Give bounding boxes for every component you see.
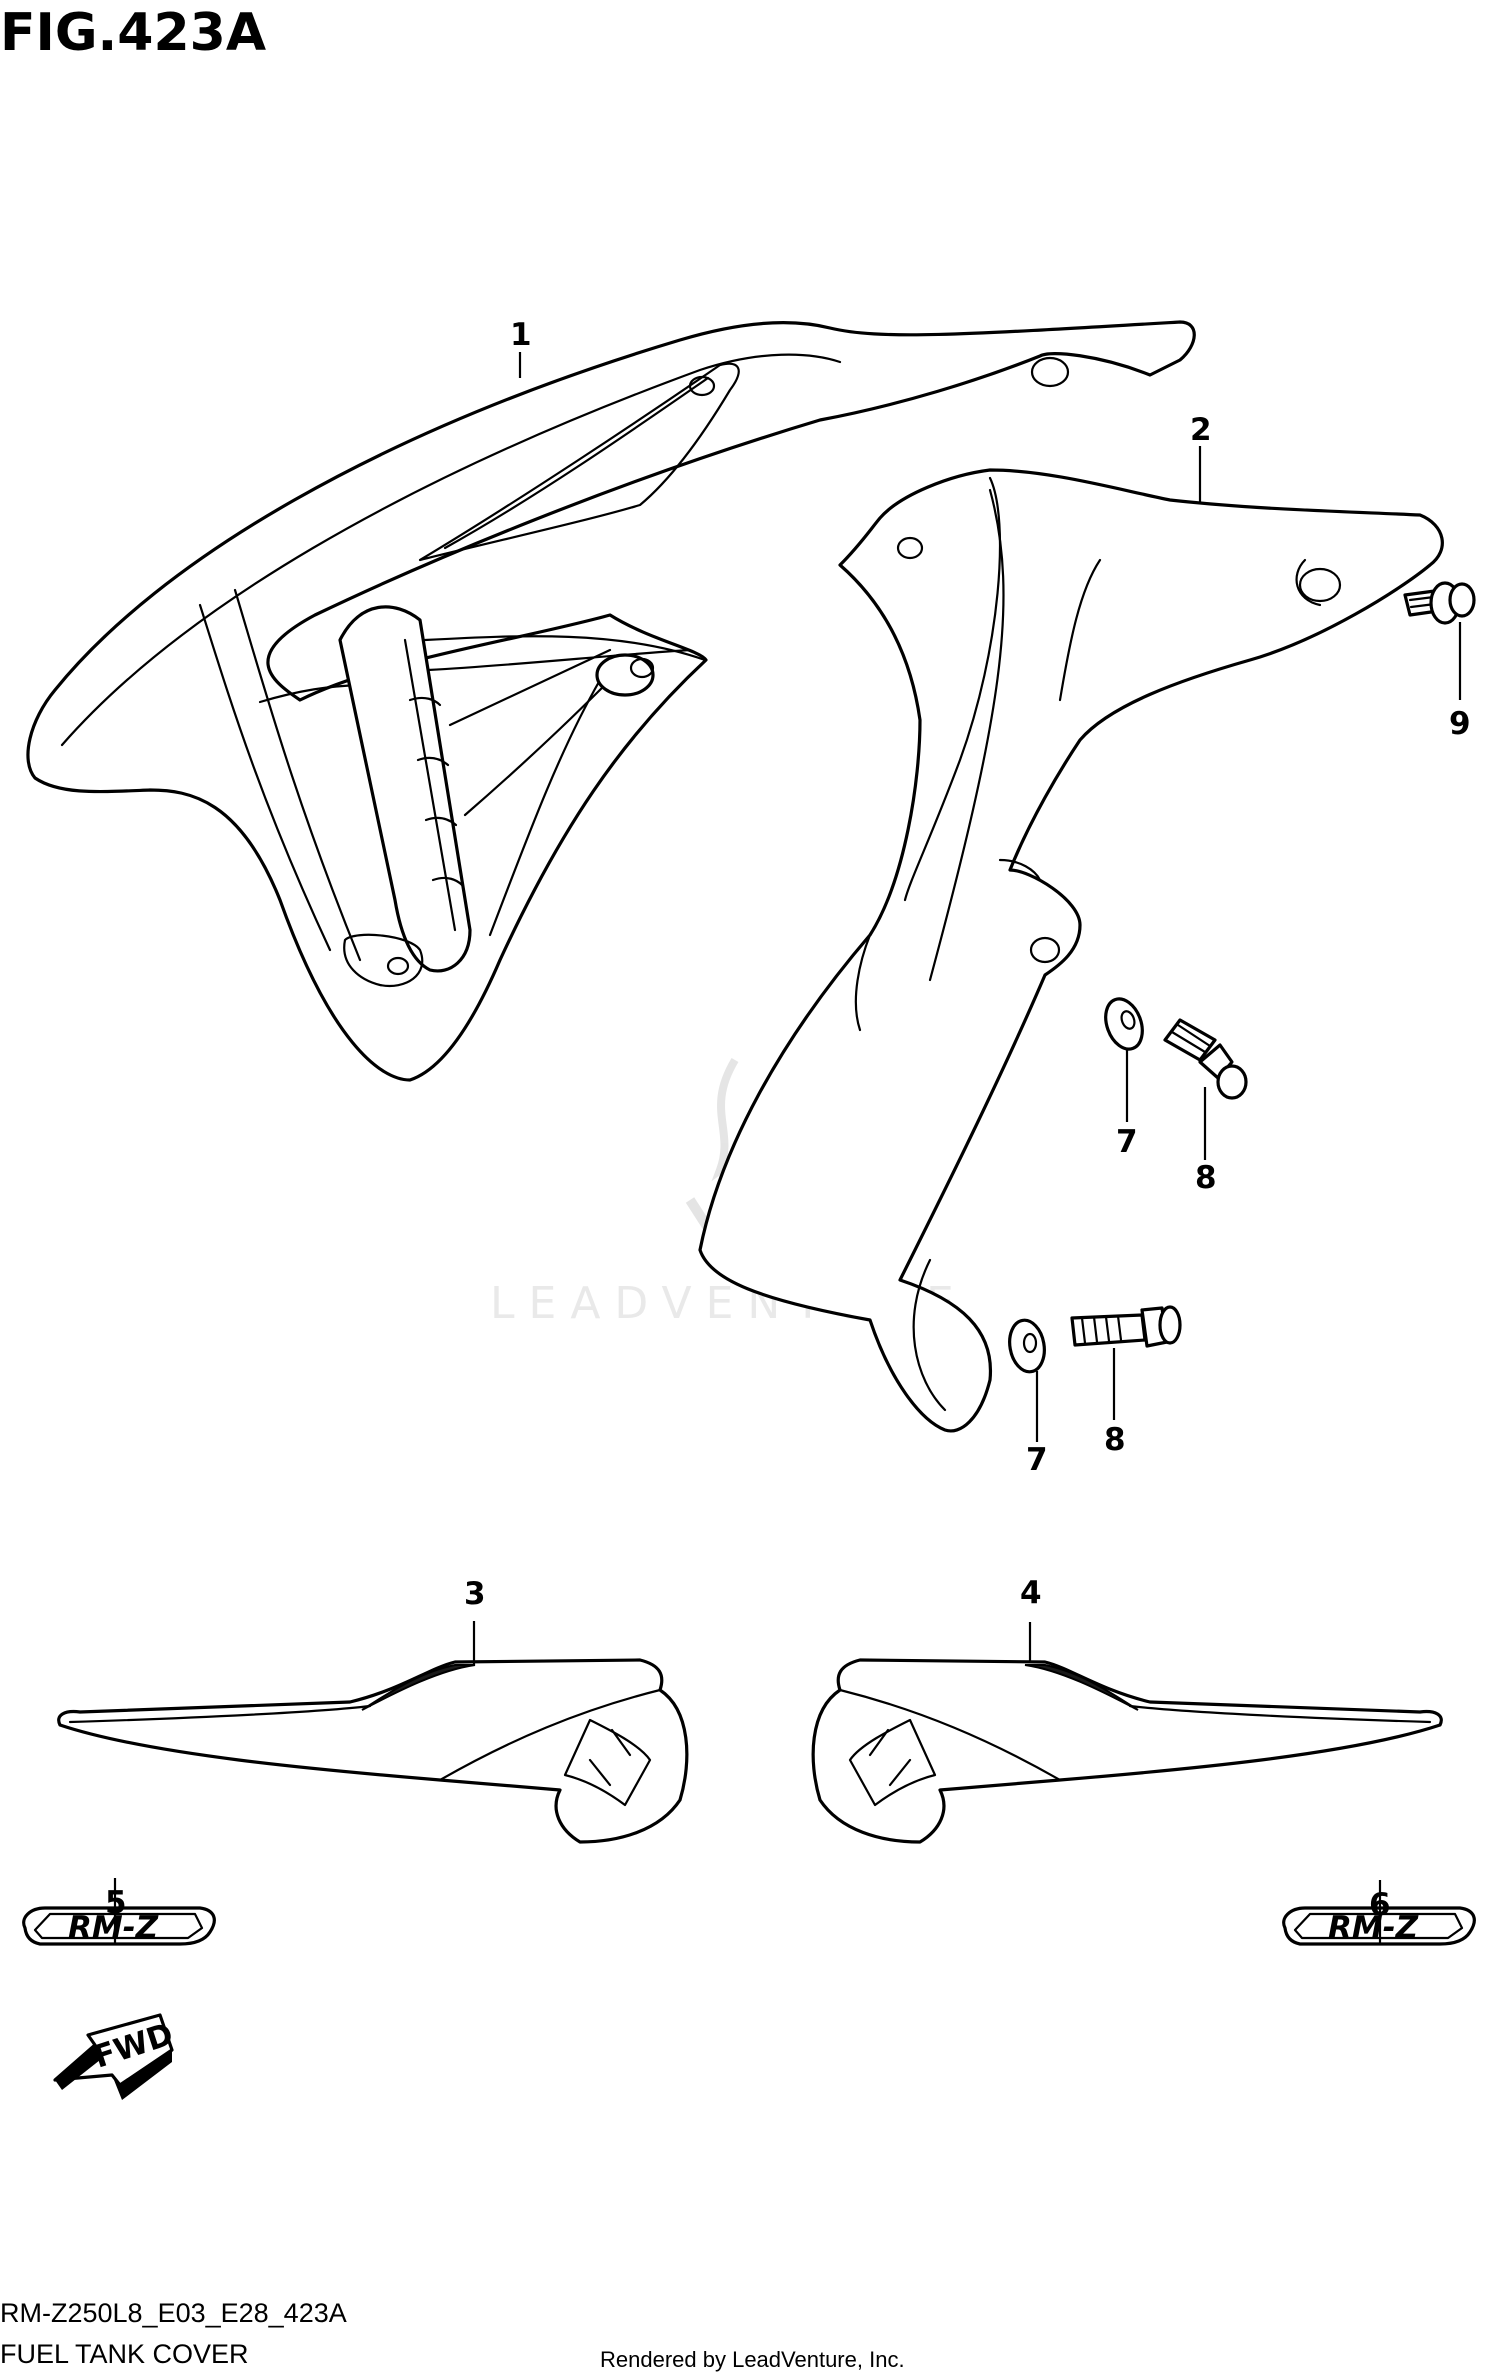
callout-8-lower: 8 xyxy=(1104,1422,1126,1458)
grommet xyxy=(595,653,655,697)
callout-1: 1 xyxy=(510,317,532,353)
part-7-washer-lower xyxy=(1008,1318,1046,1374)
part-7-washer-upper xyxy=(1104,997,1144,1051)
rendered-by-credit: Rendered by LeadVenture, Inc. xyxy=(600,2347,905,2372)
figure-title: FIG.423A xyxy=(0,3,266,63)
callout-3: 3 xyxy=(464,1576,486,1612)
part-1-left-shroud xyxy=(26,320,1196,1082)
part-8-bolt-lower xyxy=(1070,1305,1182,1348)
callout-5: 5 xyxy=(105,1885,127,1921)
rmz-emblem-text: RM-Z xyxy=(68,1910,159,1946)
part-9-bolt xyxy=(1403,581,1476,625)
callout-7-lower: 7 xyxy=(1026,1442,1048,1478)
callout-4: 4 xyxy=(1020,1575,1042,1611)
callout-7-upper: 7 xyxy=(1116,1124,1138,1160)
callout-6: 6 xyxy=(1369,1887,1391,1923)
part-8-bolt-upper xyxy=(1163,1018,1248,1100)
rmz-emblem-text: RM-Z xyxy=(1328,1910,1419,1946)
fwd-arrow-icon: FWD xyxy=(53,2013,178,2100)
leader-lines xyxy=(113,352,1462,1944)
part-5-rmz-emblem: RM-Z xyxy=(22,1906,216,1946)
callout-2: 2 xyxy=(1190,412,1212,448)
figure-caption: FUEL TANK COVER xyxy=(0,2339,249,2369)
callout-numbers: 1 2 3 4 5 6 7 8 7 8 9 xyxy=(105,317,1471,1923)
part-4-right-decal xyxy=(811,1658,1443,1844)
callout-9: 9 xyxy=(1449,706,1471,742)
part-2-right-shroud xyxy=(698,468,1444,1433)
callout-8-upper: 8 xyxy=(1195,1160,1217,1196)
model-code: RM-Z250L8_E03_E28_423A xyxy=(0,2298,347,2328)
part-3-left-decal xyxy=(57,1658,689,1844)
